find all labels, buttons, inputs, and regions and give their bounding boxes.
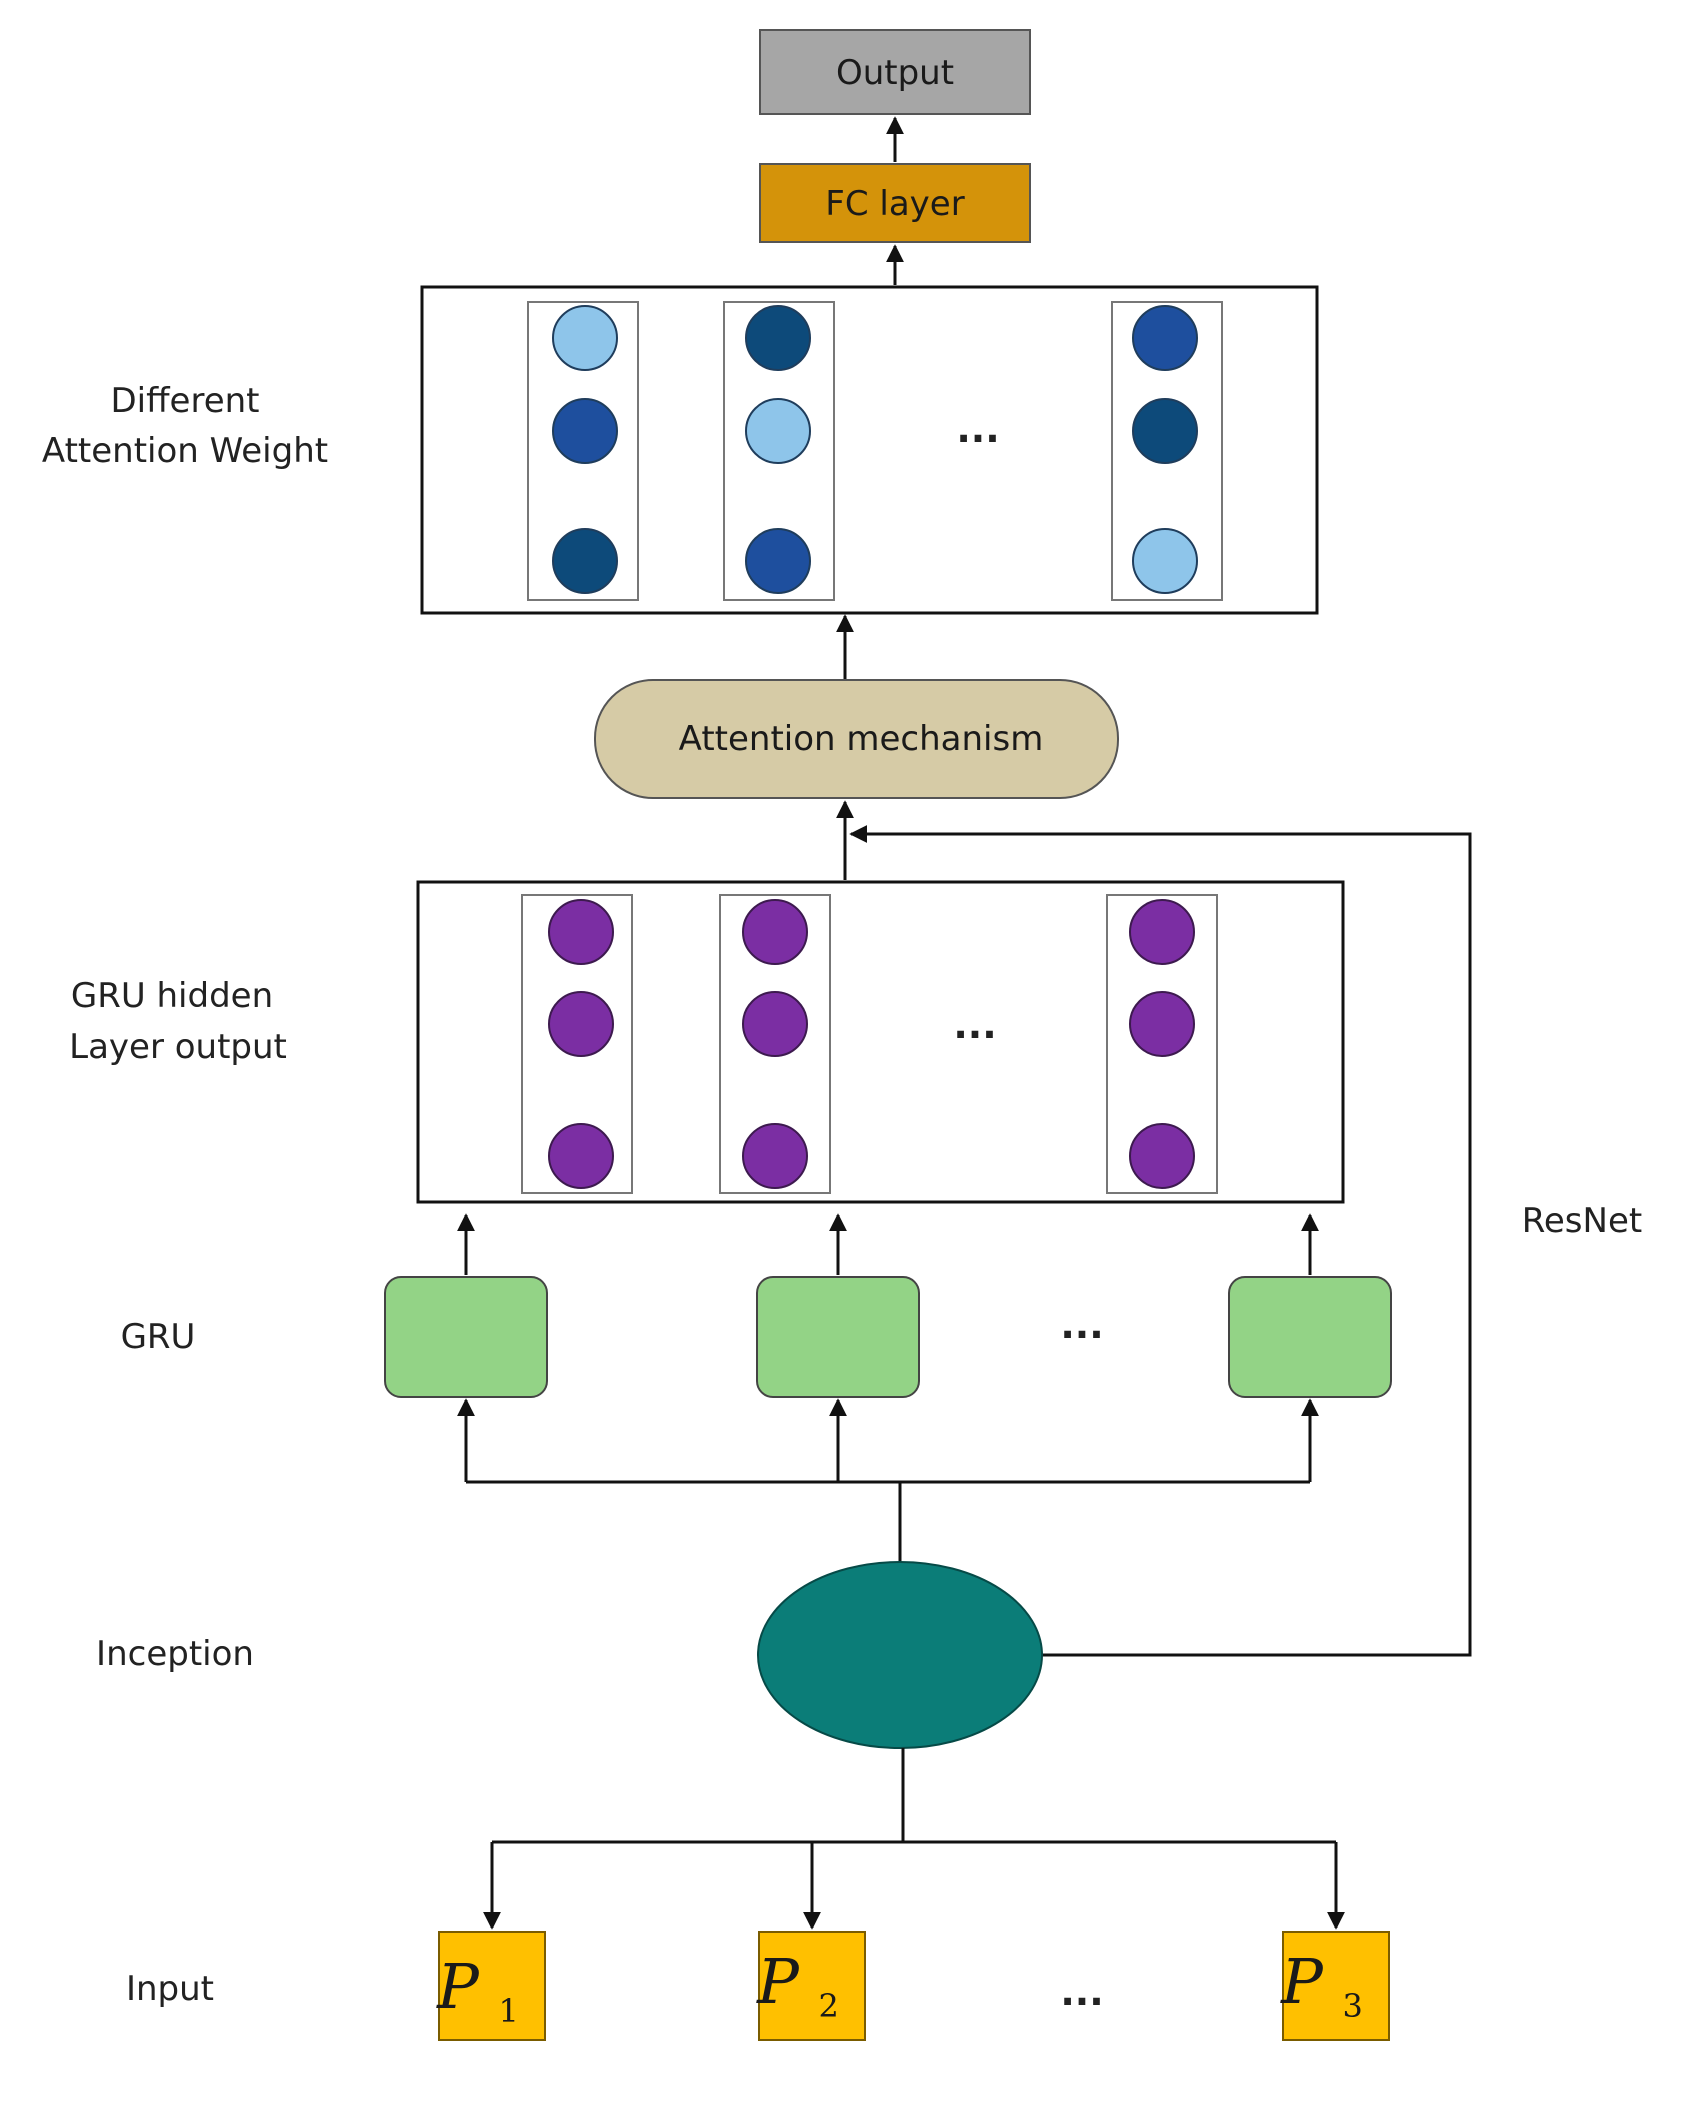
attention-weight-label-line2: Attention Weight bbox=[42, 431, 328, 471]
attention-mechanism-label: Attention mechanism bbox=[679, 719, 1044, 759]
weight-dot bbox=[745, 398, 811, 464]
svg-text:P 3: P 3 bbox=[1280, 1945, 1363, 2025]
hidden-ellipsis: ... bbox=[953, 1003, 996, 1047]
hidden-column-1 bbox=[521, 894, 633, 1194]
output-label: Output bbox=[836, 53, 954, 93]
input-p1: P 1 bbox=[436, 1931, 546, 2041]
hidden-dot bbox=[548, 1123, 614, 1189]
hidden-dot bbox=[548, 899, 614, 965]
weight-column-3 bbox=[1111, 301, 1223, 601]
input-p3-subscript: 3 bbox=[1343, 1987, 1363, 2025]
weight-dot bbox=[552, 528, 618, 594]
weight-dot bbox=[1132, 305, 1198, 371]
hidden-column-2 bbox=[719, 894, 831, 1194]
attention-mechanism-node: Attention mechanism bbox=[594, 679, 1119, 799]
gru-cells: ... bbox=[384, 1276, 1392, 1398]
hidden-dot bbox=[548, 991, 614, 1057]
input-p2-subscript: 2 bbox=[819, 1987, 839, 2025]
fc-layer-label: FC layer bbox=[825, 184, 964, 224]
gru-cell-1 bbox=[384, 1276, 548, 1398]
weight-dot bbox=[1132, 398, 1198, 464]
hidden-dot bbox=[742, 991, 808, 1057]
gru-hidden-label-line1: GRU hidden bbox=[71, 976, 273, 1016]
input-p2-letter: P bbox=[756, 1945, 800, 2018]
weight-dot bbox=[745, 305, 811, 371]
weight-dot bbox=[552, 398, 618, 464]
output-node: Output bbox=[759, 29, 1031, 115]
hidden-column-3 bbox=[1106, 894, 1218, 1194]
hidden-dot bbox=[1129, 1123, 1195, 1189]
hidden-dot bbox=[742, 899, 808, 965]
weight-dot bbox=[1132, 528, 1198, 594]
gru-ellipsis: ... bbox=[1060, 1303, 1103, 1347]
svg-text:P 2: P 2 bbox=[756, 1945, 839, 2025]
hidden-dot bbox=[1129, 899, 1195, 965]
inception-label: Inception bbox=[96, 1634, 254, 1674]
weight-dot bbox=[745, 528, 811, 594]
fc-layer-node: FC layer bbox=[759, 163, 1031, 243]
input-p3: P 3 bbox=[1280, 1931, 1390, 2041]
gru-cell-2 bbox=[756, 1276, 920, 1398]
input-p1-subscript: 1 bbox=[499, 1992, 519, 2030]
gru-hidden-output-panel: ... bbox=[416, 880, 1345, 1204]
input-ellipsis: ... bbox=[1060, 1970, 1103, 2014]
attention-weight-label-line1: Different bbox=[111, 381, 260, 421]
input-p1-letter: P bbox=[436, 1950, 480, 2023]
weight-dot bbox=[552, 305, 618, 371]
resnet-label: ResNet bbox=[1522, 1201, 1642, 1241]
weight-column-1 bbox=[527, 301, 639, 601]
weight-column-2 bbox=[723, 301, 835, 601]
input-p3-letter: P bbox=[1280, 1945, 1324, 2018]
gru-label: GRU bbox=[121, 1317, 196, 1357]
resnet-skip-connection bbox=[849, 825, 1472, 1657]
svg-text:P 1: P 1 bbox=[436, 1950, 519, 2030]
inception-node bbox=[757, 1561, 1043, 1749]
input-label: Input bbox=[126, 1969, 214, 2009]
hidden-dot bbox=[742, 1123, 808, 1189]
attention-weight-panel: ... bbox=[420, 285, 1319, 615]
gru-cell-3 bbox=[1228, 1276, 1392, 1398]
input-p2: P 2 bbox=[756, 1931, 866, 2041]
weight-ellipsis: ... bbox=[956, 407, 999, 451]
gru-hidden-label-line2: Layer output bbox=[69, 1027, 287, 1067]
hidden-dot bbox=[1129, 991, 1195, 1057]
